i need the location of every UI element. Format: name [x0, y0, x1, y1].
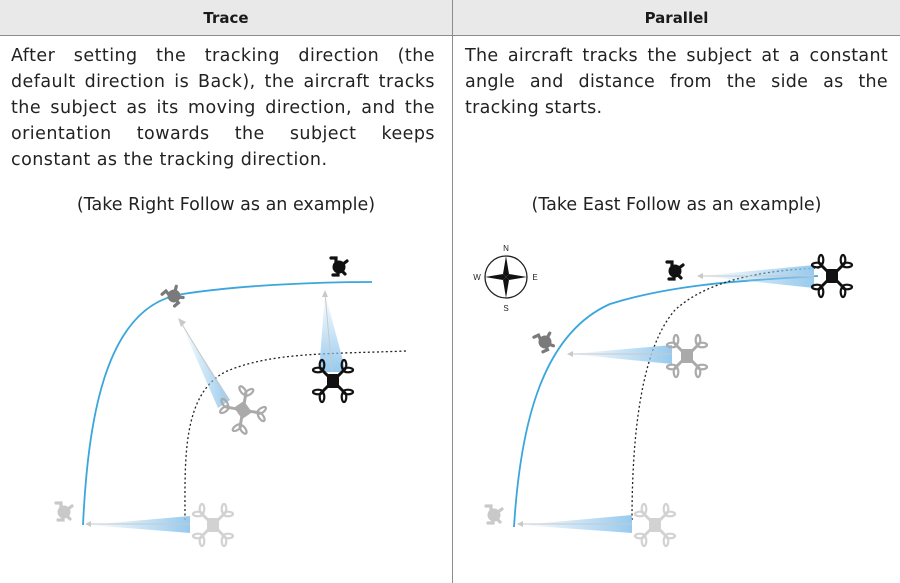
person-icon — [160, 282, 187, 309]
aircraft-path — [631, 267, 821, 521]
compass-w-label: W — [473, 273, 481, 282]
person-icon — [329, 256, 349, 277]
person-icon — [532, 328, 558, 355]
parallel-header: Parallel — [453, 0, 900, 36]
compass-icon: N S W E — [473, 244, 537, 313]
drone-icon — [191, 502, 235, 548]
drone-icon — [665, 333, 709, 379]
parallel-diagram: N S W E — [473, 244, 854, 548]
person-icon — [484, 504, 504, 525]
trace-header: Trace — [0, 0, 452, 36]
column-divider — [452, 0, 453, 583]
drone-icon — [633, 502, 677, 548]
person-icon — [54, 501, 74, 522]
beam — [319, 293, 346, 372]
parallel-description: The aircraft tracks the subject at a con… — [465, 46, 888, 118]
compass-n-label: N — [503, 244, 509, 253]
subject-path — [513, 275, 819, 528]
compass-s-label: S — [503, 304, 508, 313]
parallel-caption: (Take East Follow as an example) — [531, 195, 822, 215]
trace-caption: (Take Right Follow as an example) — [76, 195, 376, 215]
aircraft-path — [184, 350, 407, 521]
beam — [180, 321, 230, 408]
compass-e-label: E — [532, 273, 537, 282]
trace-diagram — [54, 256, 407, 548]
person-icon — [665, 260, 685, 281]
trace-description: After setting the tracking direction (th… — [11, 46, 435, 170]
